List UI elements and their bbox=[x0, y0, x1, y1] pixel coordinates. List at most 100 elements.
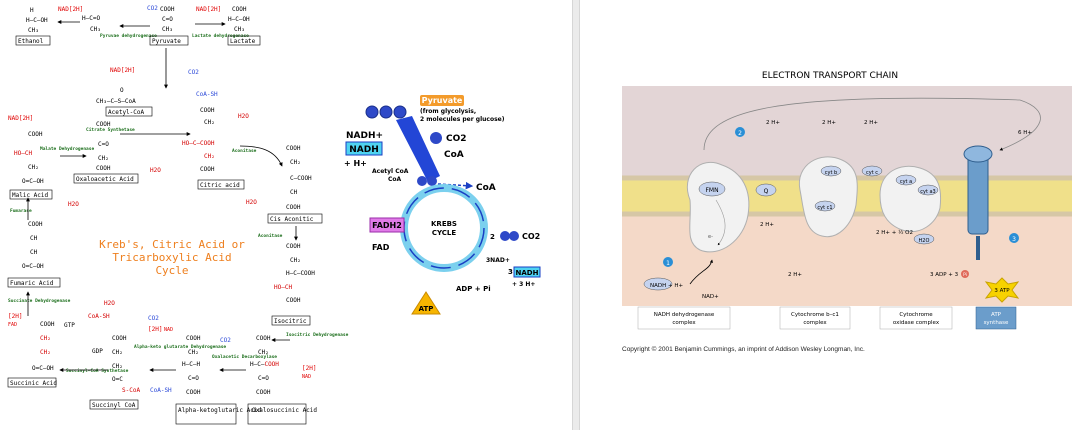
svg-text:CH₃: CH₃ bbox=[90, 26, 101, 33]
small-co2-2: CO2 bbox=[522, 232, 540, 241]
svg-text:COOH: COOH bbox=[96, 165, 111, 172]
krebs-panel: H H—C—OH CH₃ Ethanol NAD[2H] H—C=O CH₃ C… bbox=[7, 5, 541, 425]
complex-3-line2: complex bbox=[803, 320, 827, 326]
cyt-a-label: cyt a bbox=[900, 179, 912, 185]
svg-text:CH₂: CH₂ bbox=[112, 349, 123, 356]
krebs-line1: KREBS bbox=[431, 220, 457, 228]
complex-1-line2: complex bbox=[672, 320, 696, 326]
pyruvate-dh-label: Pyruvae dehydrogenase bbox=[100, 33, 157, 39]
svg-text:CH: CH bbox=[290, 189, 298, 196]
svg-text:H: H bbox=[30, 7, 34, 14]
svg-text:CH₃: CH₃ bbox=[28, 27, 39, 34]
cycle-compounds: COOH C=O CH₂ COOH Oxaloacetic Acid Citra… bbox=[7, 91, 349, 425]
citrate-synthetase-label: Citrate Synthetase bbox=[86, 127, 135, 133]
q-label: Q bbox=[764, 188, 769, 195]
small-co2: CO2 bbox=[446, 134, 467, 144]
krebs-schematic: Pyruvate (from glycolysis, 2 molecules p… bbox=[344, 95, 541, 315]
molecules-per-glucose: 2 molecules per glucose) bbox=[420, 116, 505, 123]
nad-2: NAD bbox=[164, 327, 173, 333]
svg-text:COOH: COOH bbox=[186, 335, 201, 342]
nadh-label-3: NAD[2H] bbox=[110, 67, 135, 74]
oxaloacetic-label: Oxaloacetic Acid bbox=[76, 176, 134, 183]
gdp-label: GDP bbox=[92, 348, 103, 355]
small-three: 3 bbox=[508, 268, 513, 276]
cis-aconitic-label: Cis Aconitic bbox=[270, 216, 314, 223]
h2o-2: H2O bbox=[150, 167, 161, 174]
cyt-b-label: cyt b bbox=[825, 170, 837, 176]
small-atp: ATP bbox=[419, 305, 434, 313]
lactate-dh-label: Lactate dehydrogenase bbox=[192, 33, 249, 39]
svg-text:O: O bbox=[120, 87, 124, 94]
small-two: 2 bbox=[490, 233, 495, 241]
copyright-text: Copyright © 2001 Benjamin Cummings, an i… bbox=[622, 346, 865, 353]
oxalacetic-decarboxylase: Oxalacetic Decarboxylase bbox=[212, 354, 277, 360]
krebs-cycle-diagram: H H—C—OH CH₃ Ethanol NAD[2H] H—C=O CH₃ C… bbox=[7, 5, 541, 425]
svg-text:CH₂: CH₂ bbox=[188, 349, 199, 356]
complex-4 bbox=[879, 165, 942, 232]
svg-text:C=O: C=O bbox=[188, 375, 199, 382]
svg-text:COOH: COOH bbox=[200, 166, 215, 173]
etc-diagram: ELECTRON TRANSPORT CHAIN FMN e- Q cyt b … bbox=[622, 71, 1072, 330]
svg-text:CH: CH bbox=[30, 235, 38, 242]
svg-text:H—C—H: H—C—H bbox=[182, 361, 200, 368]
svg-text:CH₂: CH₂ bbox=[40, 335, 51, 342]
ethanol-label: Ethanol bbox=[18, 38, 44, 45]
malic-label: Malic Acid bbox=[12, 192, 49, 199]
o2-reaction: 2 H+ + ½ O2 bbox=[876, 229, 913, 236]
step-1: 1 bbox=[666, 260, 670, 267]
complex-3 bbox=[798, 156, 858, 238]
complex-4-line1: Cytochrome bbox=[899, 312, 933, 318]
small-nadh-plus: NADH+ bbox=[346, 131, 383, 141]
fumarase: Fumarase bbox=[10, 208, 32, 214]
svg-text:COOH: COOH bbox=[28, 221, 43, 228]
svg-text:COOH: COOH bbox=[96, 121, 111, 128]
two-h-3: 2 H+ bbox=[864, 120, 878, 126]
svg-text:COOH: COOH bbox=[112, 335, 127, 342]
two-h-2: 2 H+ bbox=[822, 120, 836, 126]
small-3h: + 3 H+ bbox=[512, 281, 535, 288]
svg-text:COOH: COOH bbox=[286, 145, 301, 152]
small-coa-2: CoA bbox=[476, 183, 496, 193]
h2o-5: H2O bbox=[68, 201, 79, 208]
six-h: 6 H+ bbox=[1018, 130, 1032, 136]
cyt-c-label: cyt c bbox=[866, 170, 878, 176]
atp-synthase bbox=[967, 149, 989, 235]
s-coa: S-CoA bbox=[122, 387, 140, 394]
svg-text:CH₃—C—S—CoA: CH₃—C—S—CoA bbox=[96, 98, 136, 105]
nad-label: NAD+ bbox=[702, 294, 719, 300]
two-h-4: 2 H+ bbox=[760, 222, 774, 228]
nadh-h-label: NADH + H+ bbox=[650, 283, 683, 289]
malate-dh: Malate Dehydrogenase bbox=[40, 146, 94, 152]
svg-text:CH₂: CH₂ bbox=[98, 155, 109, 162]
svg-text:COOH: COOH bbox=[200, 107, 215, 114]
small-nadh: NADH bbox=[349, 145, 379, 155]
small-fad: FAD bbox=[372, 243, 390, 252]
svg-text:HO—CH: HO—CH bbox=[274, 284, 292, 291]
succinate-dh: Succinate Dehydrogenase bbox=[8, 298, 71, 304]
atp-synthase-line1: ATP bbox=[991, 312, 1002, 318]
nadh-label-4: NAD[2H] bbox=[8, 115, 33, 122]
svg-text:CH₂: CH₂ bbox=[40, 349, 51, 356]
co2-label-3: CO2 bbox=[220, 337, 231, 344]
isocitric-dh: Isocitric Dehydrogenase bbox=[286, 332, 349, 338]
svg-text:C=O: C=O bbox=[258, 375, 269, 382]
svg-text:H—C—COOH: H—C—COOH bbox=[250, 361, 279, 368]
acetyl-coa-label: Acetyl-CoA bbox=[108, 109, 145, 116]
intermembrane-space bbox=[622, 86, 1072, 176]
krebs-title-line2: Tricarboxylic Acid bbox=[112, 251, 231, 264]
svg-text:O=C—OH: O=C—OH bbox=[22, 263, 44, 270]
lactate-label: Lactate bbox=[230, 38, 256, 45]
svg-text:CH: CH bbox=[30, 249, 38, 256]
twoh-nad: [2H] bbox=[148, 326, 162, 333]
small-3nad: 3NAD+ bbox=[486, 257, 510, 264]
co2-label-4: CO2 bbox=[148, 315, 159, 322]
svg-text:COOH: COOH bbox=[286, 243, 301, 250]
twoh-2: [2H] bbox=[8, 313, 22, 320]
complex-4-line2: oxidase complex bbox=[893, 320, 940, 326]
alpha-kg-label: Alpha-ketoglutaric Acid bbox=[178, 407, 261, 414]
small-fadh2: FADH2 bbox=[372, 221, 402, 230]
complex-1-line1: NADH dehydrogenase bbox=[654, 312, 715, 318]
svg-text:H—C=O: H—C=O bbox=[82, 15, 100, 22]
panel-divider bbox=[572, 0, 580, 430]
pyruvate-to-acetyl: NAD[2H] CO2 O CH₃—C—S—CoA Acetyl-CoA bbox=[96, 48, 199, 117]
